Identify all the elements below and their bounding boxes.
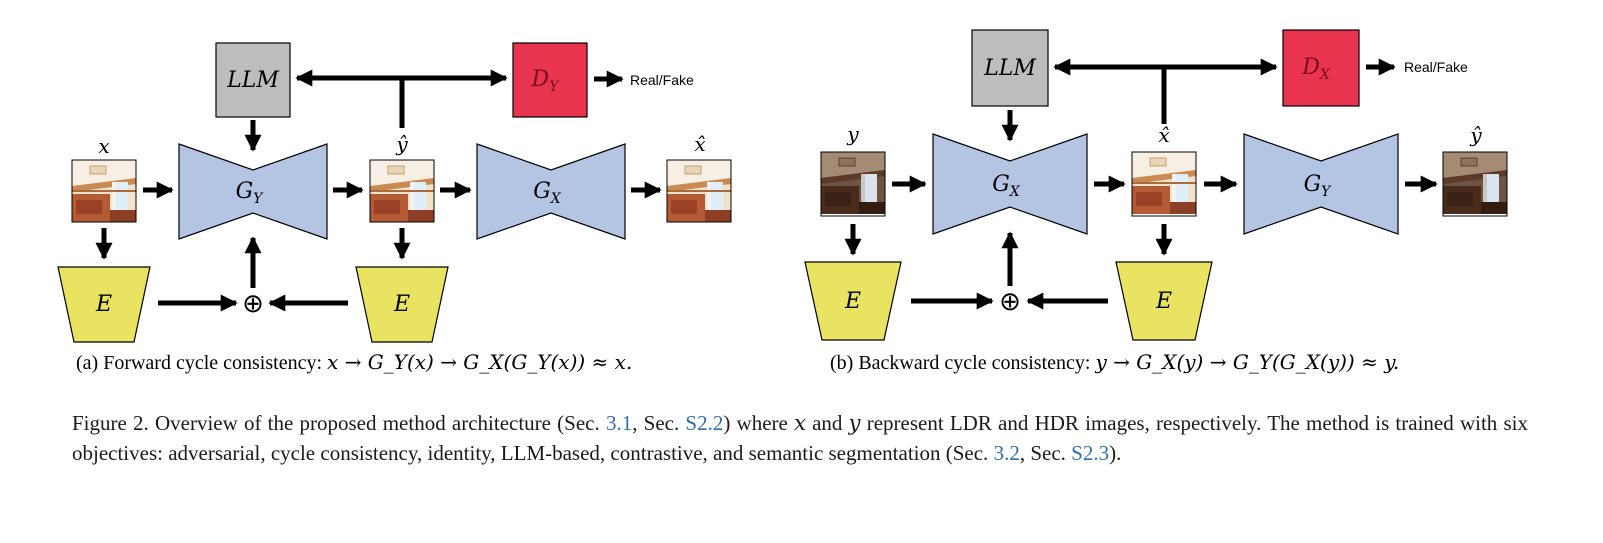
generator-2-label-b: GY bbox=[1304, 172, 1333, 200]
panel-a-caption: (a) Forward cycle consistency: x → G_Y(x… bbox=[76, 350, 632, 374]
sum-symbol: ⊕ bbox=[242, 289, 264, 318]
generator-2-shape-b bbox=[1243, 133, 1399, 235]
generator-2-shape bbox=[476, 143, 626, 240]
section-link-s2-2[interactable]: S2.2 bbox=[685, 411, 724, 435]
encoder-2-label-b: E bbox=[1155, 289, 1172, 314]
architecture-diagram: LLM DY Real/Fake x GY ŷ GX x̂ bbox=[57, 29, 1508, 374]
encoder-1-label: E bbox=[95, 292, 112, 317]
llm-box bbox=[215, 42, 291, 118]
mid-image bbox=[369, 159, 435, 223]
panel-b: LLM DX Real/Fake y GX x̂ GY ŷ E E ⊕ bbox=[804, 29, 1508, 374]
encoder-2-b bbox=[1115, 261, 1213, 341]
input-var-label: x bbox=[98, 134, 109, 158]
generator-2-label: GX bbox=[533, 179, 562, 207]
discriminator-box bbox=[512, 42, 588, 118]
encoder-1-b bbox=[804, 261, 902, 341]
figure-caption: Figure 2. Overview of the proposed metho… bbox=[72, 411, 1528, 465]
generator-1-shape-b bbox=[932, 133, 1088, 235]
out-var-label-b: ŷ bbox=[1469, 123, 1482, 147]
input-var-label-b: y bbox=[846, 122, 859, 146]
generator-1-label-b: GX bbox=[992, 172, 1021, 200]
output-image-b bbox=[1442, 151, 1508, 217]
out-var-label: x̂ bbox=[694, 132, 705, 156]
sum-symbol-b: ⊕ bbox=[999, 287, 1021, 316]
mid-var-label-b: x̂ bbox=[1158, 123, 1169, 147]
section-link-3-1[interactable]: 3.1 bbox=[605, 411, 633, 435]
discriminator-box-b bbox=[1282, 29, 1360, 107]
encoder-1-label-b: E bbox=[844, 289, 861, 314]
encoder-1 bbox=[57, 266, 151, 343]
llm-label-b: LLM bbox=[983, 56, 1036, 81]
discriminator-label: DY bbox=[531, 67, 561, 95]
llm-box-b bbox=[971, 29, 1049, 107]
encoder-2 bbox=[355, 266, 449, 343]
section-link-s2-3[interactable]: S2.3 bbox=[1071, 441, 1110, 465]
generator-1-shape bbox=[178, 143, 328, 240]
mid-image-b bbox=[1131, 151, 1197, 217]
discriminator-label-b: DX bbox=[1301, 55, 1331, 83]
output-image bbox=[666, 159, 732, 223]
mid-var-label: ŷ bbox=[395, 132, 408, 156]
real-fake-label-b: Real/Fake bbox=[1404, 59, 1468, 75]
encoder-2-label: E bbox=[393, 292, 410, 317]
input-image-b bbox=[820, 151, 886, 217]
generator-1-label: GY bbox=[236, 179, 265, 207]
llm-label: LLM bbox=[226, 68, 279, 93]
real-fake-label: Real/Fake bbox=[630, 72, 694, 88]
panel-b-caption: (b) Backward cycle consistency: y → G_X(… bbox=[830, 350, 1399, 374]
panel-a: LLM DY Real/Fake x GY ŷ GX x̂ bbox=[57, 42, 732, 374]
section-link-3-2[interactable]: 3.2 bbox=[993, 441, 1020, 465]
input-image bbox=[71, 159, 137, 223]
